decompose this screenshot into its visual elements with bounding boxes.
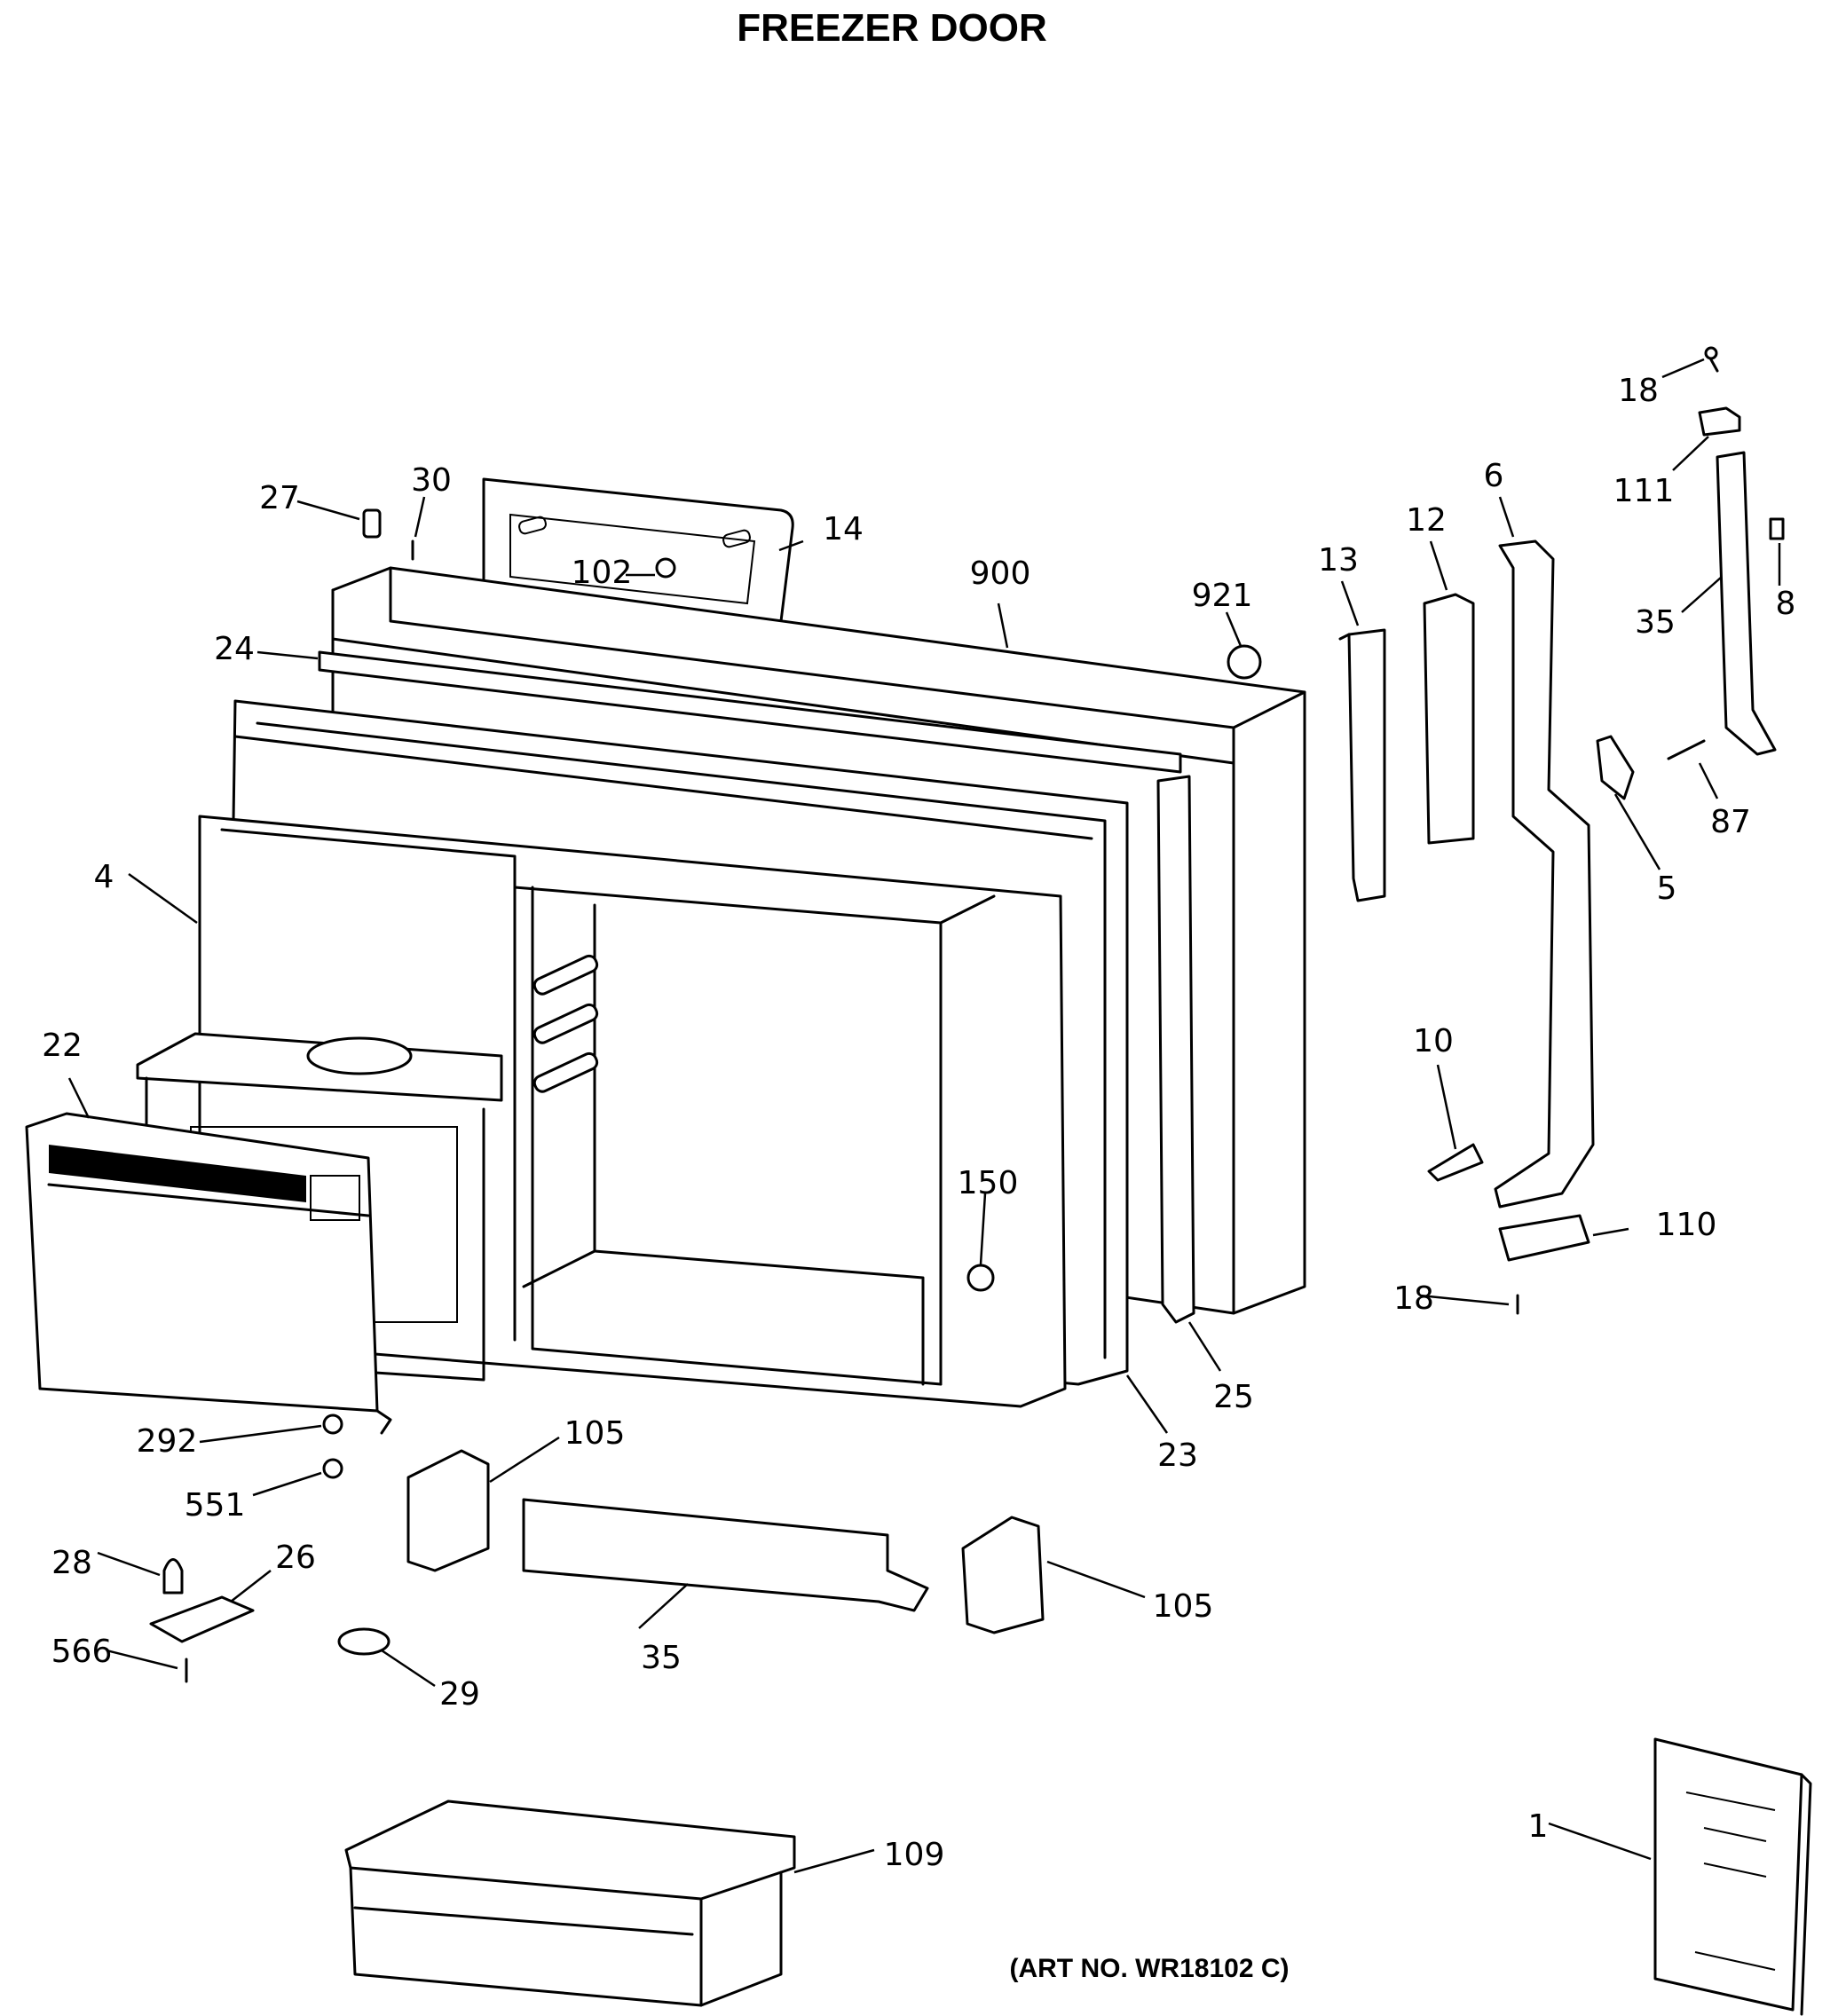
part-111-plate bbox=[1698, 406, 1741, 437]
callout-105-right: 105 bbox=[1153, 1588, 1214, 1625]
callout-27: 27 bbox=[259, 480, 300, 516]
callout-551: 551 bbox=[185, 1487, 246, 1524]
part-27-screw bbox=[362, 508, 382, 539]
callout-35-bottom: 35 bbox=[641, 1640, 682, 1676]
callout-921: 921 bbox=[1192, 578, 1253, 614]
callout-900: 900 bbox=[970, 555, 1031, 592]
part-87-screw bbox=[1667, 739, 1706, 760]
callout-150: 150 bbox=[958, 1165, 1019, 1201]
callout-26: 26 bbox=[275, 1540, 316, 1576]
callout-4: 4 bbox=[94, 859, 114, 895]
callout-18-top: 18 bbox=[1618, 373, 1659, 409]
callout-87: 87 bbox=[1710, 804, 1751, 840]
part-921-plug bbox=[1227, 644, 1262, 680]
part-26-plate bbox=[149, 1595, 255, 1643]
part-22-front-panel bbox=[25, 1112, 392, 1435]
part-10-clip bbox=[1427, 1143, 1484, 1182]
callout-labels: 18 111 6 12 13 35 8 87 5 27 30 14 102 90… bbox=[42, 373, 1795, 1873]
callout-10: 10 bbox=[1413, 1023, 1454, 1059]
callout-30: 30 bbox=[411, 462, 452, 499]
part-1-manual bbox=[1653, 1737, 1812, 2016]
part-24-gasket bbox=[318, 650, 1182, 774]
callout-110: 110 bbox=[1656, 1207, 1717, 1243]
callout-18-bottom: 18 bbox=[1393, 1280, 1434, 1317]
callout-1: 1 bbox=[1528, 1808, 1549, 1845]
part-8-spacer bbox=[1769, 517, 1785, 540]
part-12-bracket bbox=[1423, 593, 1475, 845]
callout-566: 566 bbox=[51, 1634, 113, 1670]
leader-lines bbox=[67, 358, 1781, 1874]
callout-22: 22 bbox=[42, 1028, 83, 1064]
callout-28: 28 bbox=[51, 1545, 92, 1581]
part-551-screw bbox=[322, 1458, 343, 1479]
callout-292: 292 bbox=[137, 1423, 198, 1460]
diagram-title: FREEZER DOOR bbox=[737, 6, 1047, 50]
part-13-bracket bbox=[1338, 628, 1386, 902]
part-150-knob bbox=[966, 1264, 995, 1292]
part-292-cap bbox=[322, 1414, 343, 1435]
part-28-pin bbox=[162, 1558, 184, 1595]
callout-23: 23 bbox=[1157, 1437, 1198, 1474]
part-35-right-bar bbox=[1716, 451, 1777, 756]
part-105-right-end bbox=[961, 1516, 1045, 1634]
callout-6: 6 bbox=[1484, 458, 1504, 494]
callout-14: 14 bbox=[823, 511, 864, 547]
art-number: (ART NO. WR18102 C) bbox=[1009, 1954, 1289, 1983]
part-14-panel bbox=[482, 477, 794, 623]
callout-109: 109 bbox=[884, 1837, 945, 1873]
callout-24: 24 bbox=[214, 631, 255, 667]
callout-8: 8 bbox=[1776, 586, 1796, 622]
callout-25: 25 bbox=[1213, 1379, 1254, 1415]
part-25-seal-strip bbox=[1156, 775, 1195, 1324]
callout-29: 29 bbox=[439, 1676, 480, 1713]
part-105-left-end bbox=[406, 1449, 490, 1572]
callout-102: 102 bbox=[572, 555, 633, 591]
callout-12: 12 bbox=[1406, 502, 1447, 539]
part-110-plate bbox=[1498, 1214, 1590, 1262]
part-102-fastener bbox=[655, 557, 676, 579]
callout-35-right: 35 bbox=[1635, 604, 1676, 641]
part-4-inner-liner bbox=[136, 815, 1067, 1408]
part-35-shelf-bar bbox=[522, 1498, 929, 1612]
callout-5: 5 bbox=[1657, 870, 1677, 907]
part-29-grommet bbox=[337, 1627, 390, 1656]
part-5-hinge bbox=[1596, 735, 1635, 800]
part-6-hinge-arm bbox=[1494, 539, 1595, 1209]
callout-105-left: 105 bbox=[564, 1415, 626, 1452]
part-109-bin bbox=[344, 1799, 796, 2007]
callout-13: 13 bbox=[1318, 542, 1359, 579]
callout-111: 111 bbox=[1613, 473, 1675, 509]
